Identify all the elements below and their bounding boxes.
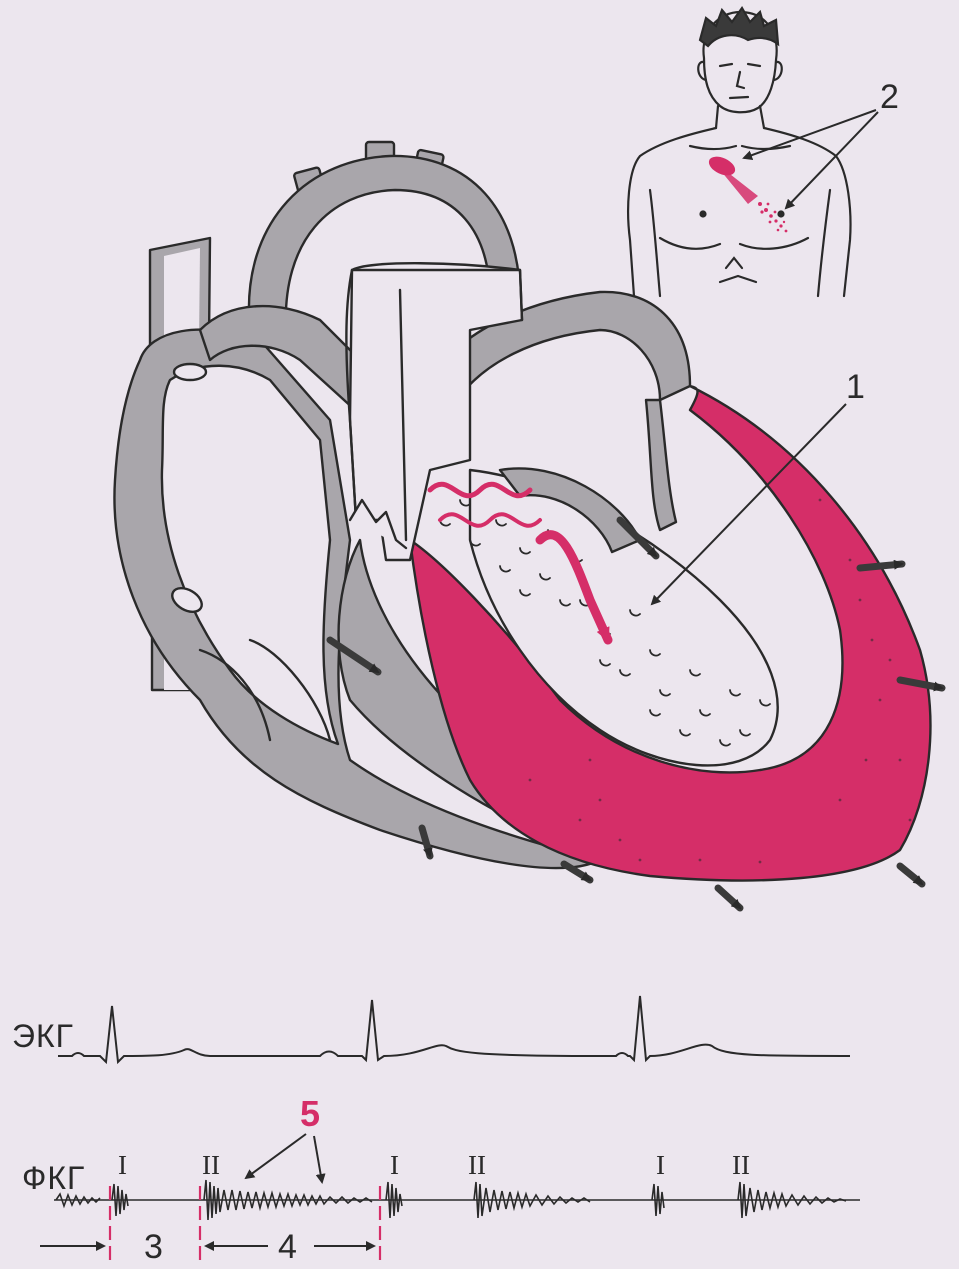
- interval-3-label: 3: [144, 1230, 163, 1264]
- pcg-label: ФКГ: [22, 1162, 85, 1194]
- callout-5-arrows: [246, 1134, 322, 1182]
- callout-1-label: 1: [846, 370, 865, 404]
- heart-illustration: [114, 142, 930, 880]
- pcg-marker-1: I: [118, 1152, 127, 1179]
- pcg-marker-6: II: [732, 1152, 750, 1179]
- pcg-marker-5: I: [656, 1152, 665, 1179]
- patient-figure: [628, 8, 850, 296]
- ecg-label: ЭКГ: [12, 1020, 74, 1052]
- pcg-marker-2: II: [202, 1152, 220, 1179]
- murmur-radiation-mark: [706, 153, 787, 233]
- ecg-trace: [58, 996, 850, 1062]
- interval-4-label: 4: [278, 1230, 297, 1264]
- callout-5-label: 5: [300, 1096, 320, 1132]
- pcg-trace: [54, 1180, 860, 1220]
- pcg-marker-3: I: [390, 1152, 399, 1179]
- pcg-marker-4: II: [468, 1152, 486, 1179]
- callout-2-label: 2: [880, 80, 899, 114]
